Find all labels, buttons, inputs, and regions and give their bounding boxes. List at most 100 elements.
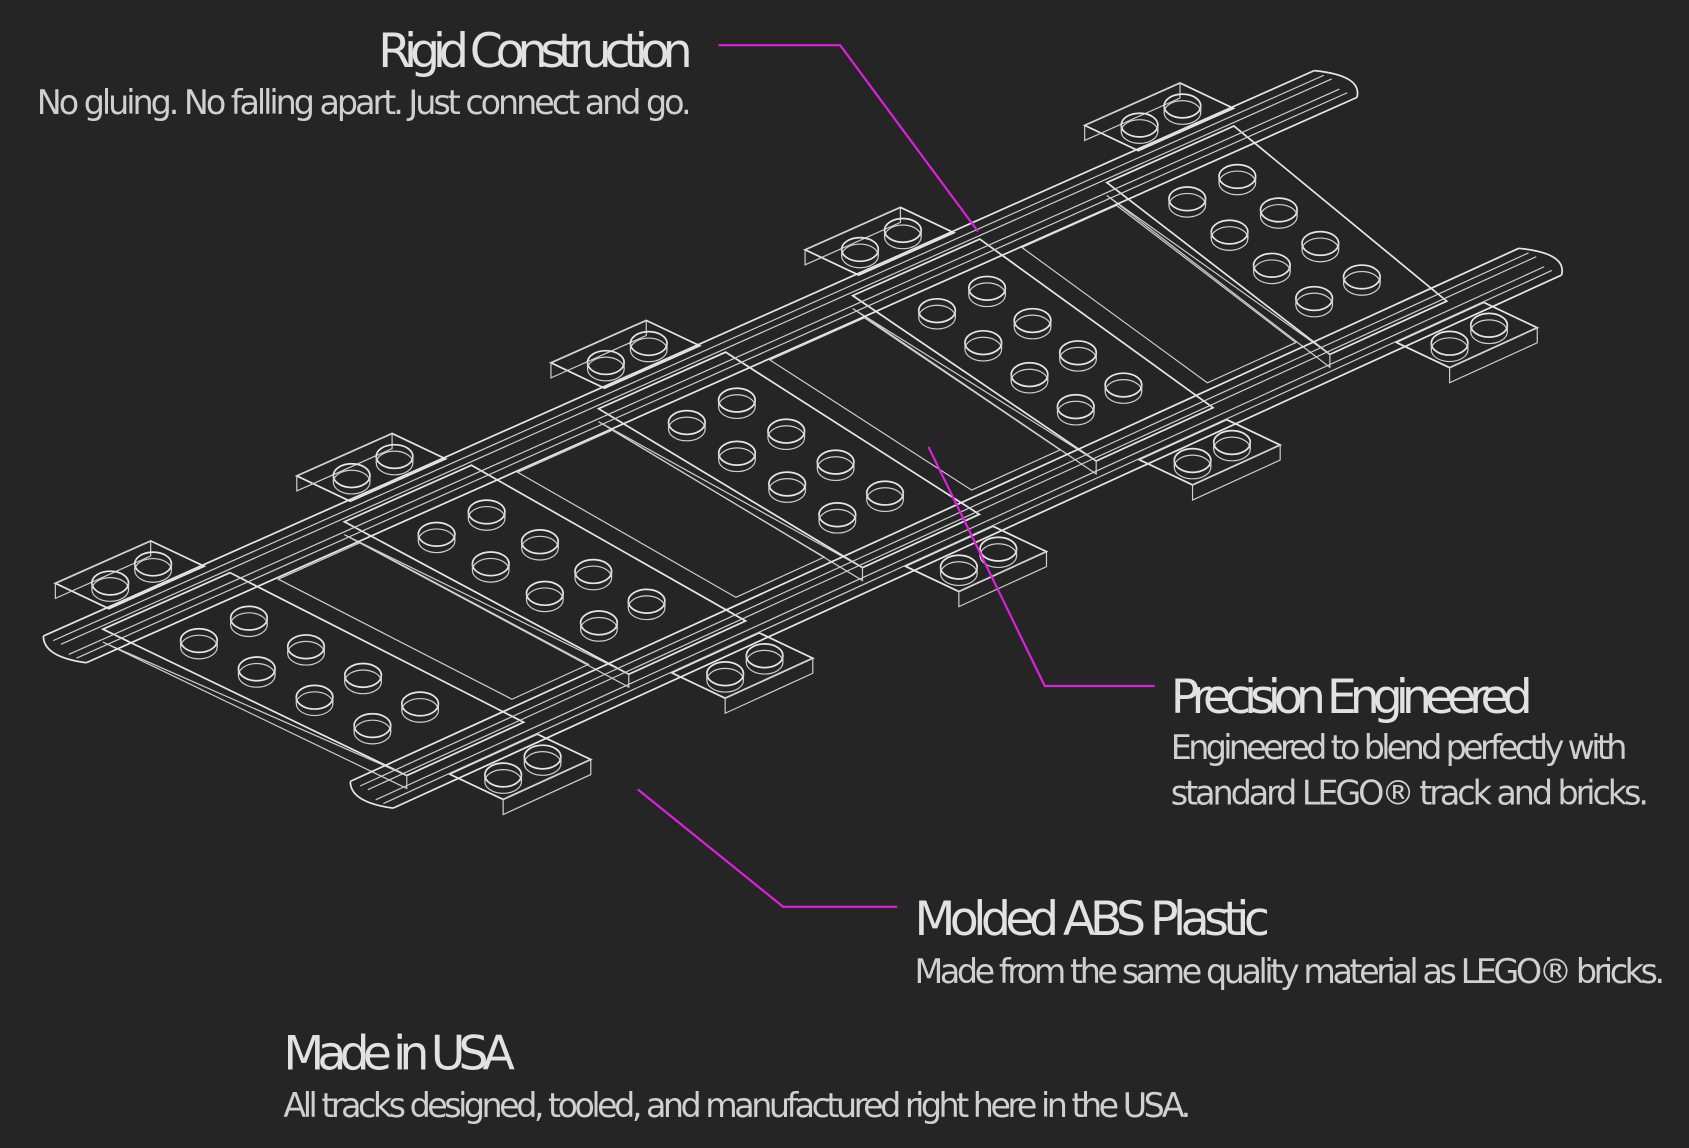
stud-base: [375, 450, 414, 476]
feature-description: Engineered to blend perfectly with: [1171, 728, 1628, 767]
stud-base: [964, 336, 1003, 362]
stud-base: [718, 447, 756, 473]
side-tab: [903, 525, 1049, 593]
stud: [1058, 340, 1098, 366]
stud-base: [344, 669, 382, 695]
stud: [520, 529, 560, 555]
stud: [375, 443, 414, 470]
stud: [1301, 230, 1340, 257]
stud: [1430, 330, 1469, 356]
stud-base: [968, 282, 1006, 308]
stud-base: [1210, 226, 1249, 251]
stud-base: [1430, 337, 1469, 363]
feature-description: standard LEGO® track and bricks.: [1171, 773, 1649, 812]
stud-base: [883, 224, 922, 250]
stud: [179, 627, 219, 654]
rail-line: [359, 252, 1529, 787]
stud: [818, 502, 857, 528]
stud: [229, 605, 269, 631]
stud-base: [580, 616, 618, 642]
stud: [939, 554, 979, 580]
stud: [353, 712, 392, 739]
stud-base: [353, 719, 392, 745]
cross-tie-edge: [344, 534, 630, 689]
rail-end: [1518, 247, 1564, 276]
stud-base: [467, 505, 506, 531]
stud-base: [525, 587, 564, 613]
stud-base: [1295, 292, 1334, 318]
stud-base: [484, 769, 523, 794]
rail-end: [349, 781, 394, 809]
stud-base: [91, 577, 130, 602]
stud-base: [1259, 203, 1298, 229]
stud-base: [1120, 119, 1159, 144]
stud: [525, 580, 564, 607]
stud-base: [1013, 314, 1052, 340]
feature-molded-abs: Molded ABS Plastic Made from the same qu…: [915, 892, 1666, 991]
tie-gap-opening: [768, 317, 1062, 491]
stud: [1104, 372, 1143, 398]
stud-base: [586, 356, 625, 382]
stud: [767, 471, 807, 497]
feature-title: Molded ABS Plastic: [915, 892, 1270, 947]
stud-base: [1301, 237, 1340, 263]
feature-title: Rigid Construction: [378, 24, 692, 79]
stud-base: [417, 528, 456, 554]
stud: [523, 744, 562, 770]
track-illustration: [42, 69, 1564, 816]
stud-base: [1104, 379, 1143, 404]
stud-base: [1059, 346, 1097, 372]
stud-base: [706, 667, 745, 693]
stud-base: [1173, 454, 1212, 480]
cross-tie-plate: [1105, 124, 1449, 356]
stud-base: [768, 478, 807, 503]
stud-base: [818, 508, 857, 534]
stud-base: [667, 416, 706, 442]
stud-base: [332, 469, 371, 495]
stud-base: [816, 456, 855, 482]
side-tab: [447, 733, 593, 801]
feature-title: Precision Engineered: [1171, 670, 1533, 725]
stud-base: [295, 691, 334, 717]
cross-tie-plate: [596, 351, 982, 569]
stud: [1218, 163, 1257, 190]
stud: [745, 643, 784, 669]
feature-description: No gluing. No falling apart. Just connec…: [37, 83, 692, 122]
stud: [1013, 307, 1052, 334]
stud: [483, 762, 523, 788]
stud: [1212, 429, 1252, 456]
stud-base: [471, 557, 510, 583]
stud-base: [574, 565, 613, 591]
cross-tie-plate: [100, 571, 526, 777]
stud-base: [521, 535, 559, 561]
stud: [816, 449, 855, 475]
stud: [1010, 361, 1049, 388]
rail-line: [52, 74, 1325, 642]
stud: [400, 691, 440, 717]
stud-base: [523, 751, 562, 776]
stud: [237, 656, 276, 682]
side-tab-edge: [54, 539, 152, 600]
stud-base: [1168, 192, 1207, 218]
stud-base: [1163, 100, 1202, 125]
stud-base: [134, 557, 173, 583]
cross-tie-edge: [598, 421, 864, 582]
stud: [1259, 197, 1298, 223]
stud: [417, 521, 456, 548]
callout-line-abs: [637, 788, 898, 908]
stud: [286, 634, 326, 660]
callout-line-precision: [927, 446, 1155, 688]
stud: [865, 480, 905, 506]
stud-base: [717, 394, 756, 420]
stud: [332, 462, 371, 489]
stud: [1294, 285, 1334, 312]
stud: [1469, 312, 1509, 338]
stud-base: [1252, 259, 1291, 285]
stud-base: [745, 649, 784, 675]
side-tab-edge: [296, 432, 393, 492]
feature-description: Made from the same quality material as L…: [915, 952, 1666, 991]
stud: [343, 662, 383, 689]
stud: [1210, 219, 1249, 245]
rail-line: [375, 266, 1545, 801]
